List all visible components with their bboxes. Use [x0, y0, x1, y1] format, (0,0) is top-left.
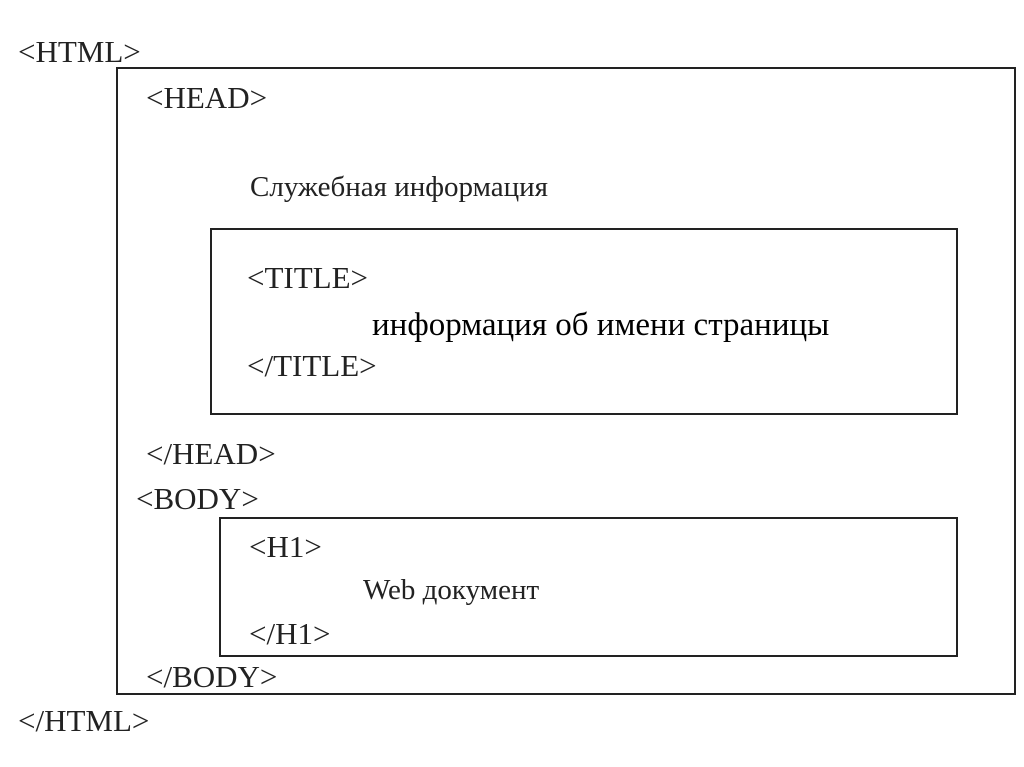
h1-open-tag: <H1> — [249, 529, 322, 564]
h1-container-box — [219, 517, 958, 657]
h1-content: Web документ — [363, 574, 540, 606]
body-close-tag: </BODY> — [146, 659, 278, 694]
body-open-tag: <BODY> — [136, 481, 259, 516]
title-open-tag: <TITLE> — [247, 260, 369, 295]
title-content: информация об имени страницы — [372, 307, 830, 343]
html-container-box — [116, 67, 1016, 695]
title-container-box — [210, 228, 958, 415]
head-close-tag: </HEAD> — [146, 436, 276, 471]
html-open-tag: <HTML> — [18, 34, 141, 69]
h1-close-tag: </H1> — [249, 616, 331, 651]
head-description: Служебная информация — [250, 171, 548, 203]
html-close-tag: </HTML> — [18, 703, 150, 738]
head-open-tag: <HEAD> — [146, 80, 268, 115]
title-close-tag: </TITLE> — [247, 348, 377, 383]
